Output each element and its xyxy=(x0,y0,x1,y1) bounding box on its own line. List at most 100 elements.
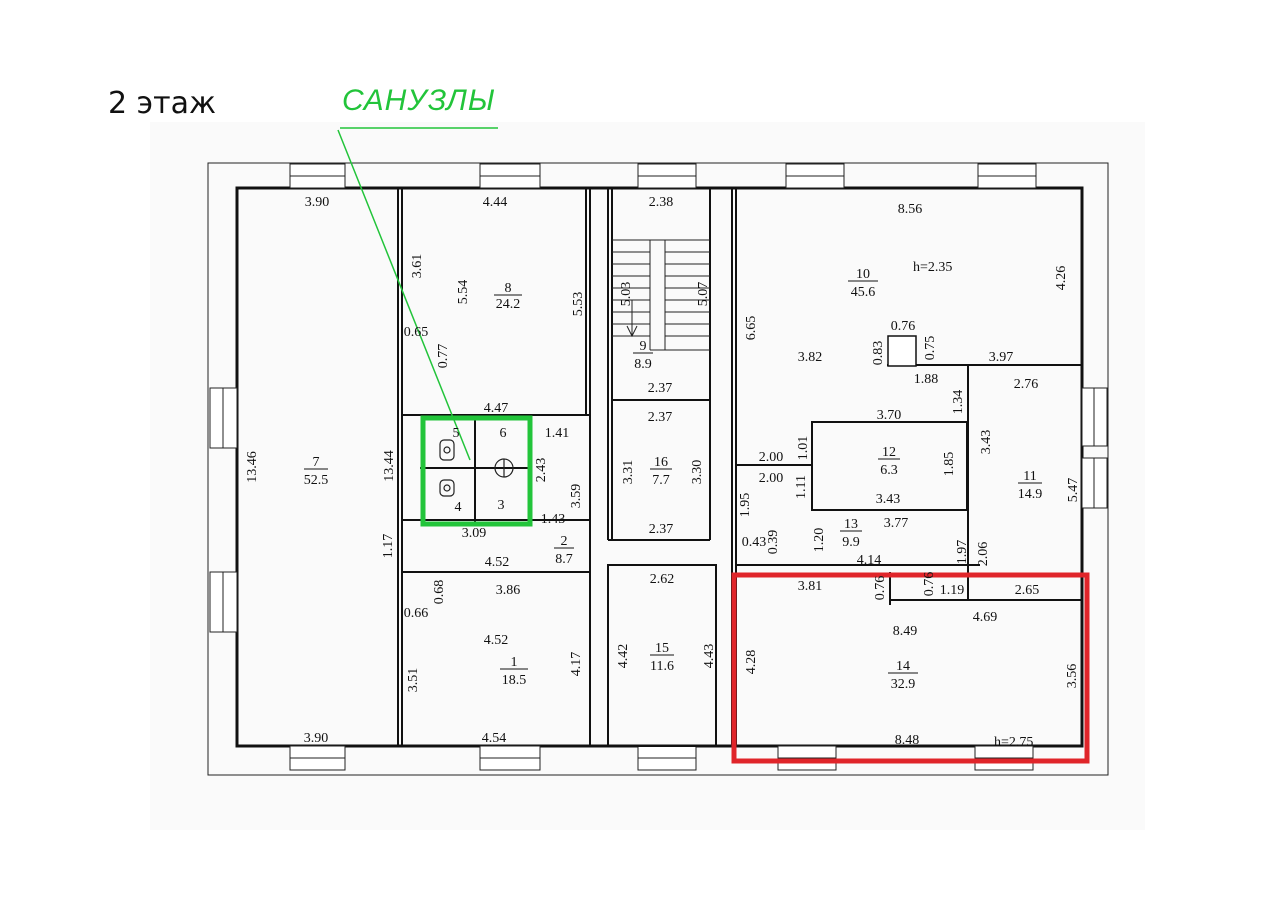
dimension: 2.37 xyxy=(648,410,673,425)
room-labels: 7 52.5 8 24.2 9 8.9 16 7.7 2 8.7 1 18.5 … xyxy=(304,260,1043,750)
bathrooms-highlight xyxy=(420,415,533,527)
dimension: 0.76 xyxy=(873,576,888,601)
dimension: 3.90 xyxy=(304,731,329,746)
window-marks xyxy=(209,163,1108,771)
room-area: 45.6 xyxy=(851,285,876,300)
dimension: 1.01 xyxy=(796,436,811,461)
room-number: 1 xyxy=(511,655,518,670)
room-number: 14 xyxy=(896,659,910,674)
dimension: 1.19 xyxy=(940,583,965,598)
dimension: 8.56 xyxy=(898,202,923,217)
dimension: 4.54 xyxy=(482,731,507,746)
ceiling-height: h=2.75 xyxy=(994,735,1033,750)
room-area: 9.9 xyxy=(842,535,860,550)
room-area: 14.9 xyxy=(1018,487,1043,502)
dimension: 3.61 xyxy=(410,254,425,279)
dimension: 1.95 xyxy=(738,493,753,518)
room-14-highlight xyxy=(731,572,1090,764)
dimension: 0.75 xyxy=(923,336,938,361)
room-area: 18.5 xyxy=(502,673,527,688)
dimension: 3.81 xyxy=(798,579,823,594)
room-number: 16 xyxy=(654,455,668,470)
dimension: 1.17 xyxy=(381,534,396,559)
dimension: 2.37 xyxy=(648,381,673,396)
dimension: 3.43 xyxy=(876,492,901,507)
dimension: 2.00 xyxy=(759,471,784,486)
dimension: 0.77 xyxy=(436,344,451,369)
dimension: 5.53 xyxy=(571,292,586,317)
dimension: 1.43 xyxy=(541,512,566,527)
dimension: 1.97 xyxy=(955,540,970,565)
dimension: 5.07 xyxy=(696,282,711,307)
room-number: 8 xyxy=(505,281,512,296)
outer-wall-outline xyxy=(207,162,1109,776)
dimension: 3.56 xyxy=(1065,664,1080,689)
dimension: 4.26 xyxy=(1054,266,1069,291)
dimension: 4.43 xyxy=(702,644,717,669)
dimension: 4.69 xyxy=(973,610,998,625)
sanitary-fixtures xyxy=(439,439,514,497)
dimension: 2.65 xyxy=(1015,583,1040,598)
dimension: 3.70 xyxy=(877,408,902,423)
shaft xyxy=(887,335,917,367)
dimension: 0.76 xyxy=(922,572,937,597)
dimension: 0.65 xyxy=(404,325,429,340)
room-area: 8.9 xyxy=(634,357,652,372)
small-room-number: 5 xyxy=(453,426,460,441)
room-area: 11.6 xyxy=(650,659,674,674)
dimension: 13.46 xyxy=(245,451,260,483)
dimension: 2.62 xyxy=(650,572,675,587)
room-number: 13 xyxy=(844,517,858,532)
dimension: 5.47 xyxy=(1066,478,1081,503)
dimension: 2.43 xyxy=(534,458,549,483)
dimension: 4.28 xyxy=(744,650,759,675)
room-number: 10 xyxy=(856,267,870,282)
scan-background xyxy=(150,122,1145,830)
dimension: 1.85 xyxy=(942,452,957,477)
room-number: 15 xyxy=(655,641,669,656)
dimension: 0.66 xyxy=(404,606,429,621)
dimension: 0.68 xyxy=(432,580,447,605)
dimension: 2.37 xyxy=(649,522,674,537)
dimension: 1.41 xyxy=(545,426,570,441)
dimension: 6.65 xyxy=(744,316,759,341)
bathrooms-annotation-label: САНУЗЛЫ xyxy=(342,84,496,117)
dimension: 2.76 xyxy=(1014,377,1039,392)
room-number: 7 xyxy=(313,455,320,470)
dimension: 3.86 xyxy=(496,583,521,598)
room-area: 7.7 xyxy=(652,473,670,488)
dimension: 4.52 xyxy=(485,555,510,570)
dimension: 1.34 xyxy=(951,390,966,415)
dimension: 4.47 xyxy=(484,401,509,416)
dimension: 3.77 xyxy=(884,516,909,531)
dimension: 8.49 xyxy=(893,624,918,639)
dimension: 3.31 xyxy=(621,460,636,485)
dimension: 5.03 xyxy=(619,282,634,307)
room-area: 52.5 xyxy=(304,473,329,488)
dimension: 2.38 xyxy=(649,195,674,210)
dimension: 3.09 xyxy=(462,526,487,541)
room-number: 2 xyxy=(561,534,568,549)
dimension: 13.44 xyxy=(382,450,397,482)
dimension: 2.00 xyxy=(759,450,784,465)
dimension-labels-vertical: 13.46 3.61 5.54 5.53 0.77 5.03 5.07 6.65… xyxy=(245,254,1081,693)
room-number: 9 xyxy=(640,339,647,354)
room-area: 24.2 xyxy=(496,297,521,312)
room-number: 12 xyxy=(882,445,896,460)
dimension: 4.17 xyxy=(569,652,584,677)
dimension: 0.43 xyxy=(742,535,767,550)
room-number: 11 xyxy=(1023,469,1036,484)
dimension: 2.06 xyxy=(976,542,991,567)
dimension: 3.59 xyxy=(569,484,584,509)
annotation-leader xyxy=(337,129,471,461)
small-room-number: 3 xyxy=(498,498,505,513)
stair-flight xyxy=(612,239,710,351)
dimension: 3.97 xyxy=(989,350,1014,365)
dimension: 8.48 xyxy=(895,733,920,748)
dimension: 1.20 xyxy=(812,528,827,553)
small-room-number: 4 xyxy=(455,500,462,515)
dimension: 3.51 xyxy=(406,668,421,693)
dimension: 1.88 xyxy=(914,372,939,387)
dimension-labels: 3.90 4.44 2.38 8.56 0.65 4.47 3.82 0.76 … xyxy=(304,195,1040,748)
